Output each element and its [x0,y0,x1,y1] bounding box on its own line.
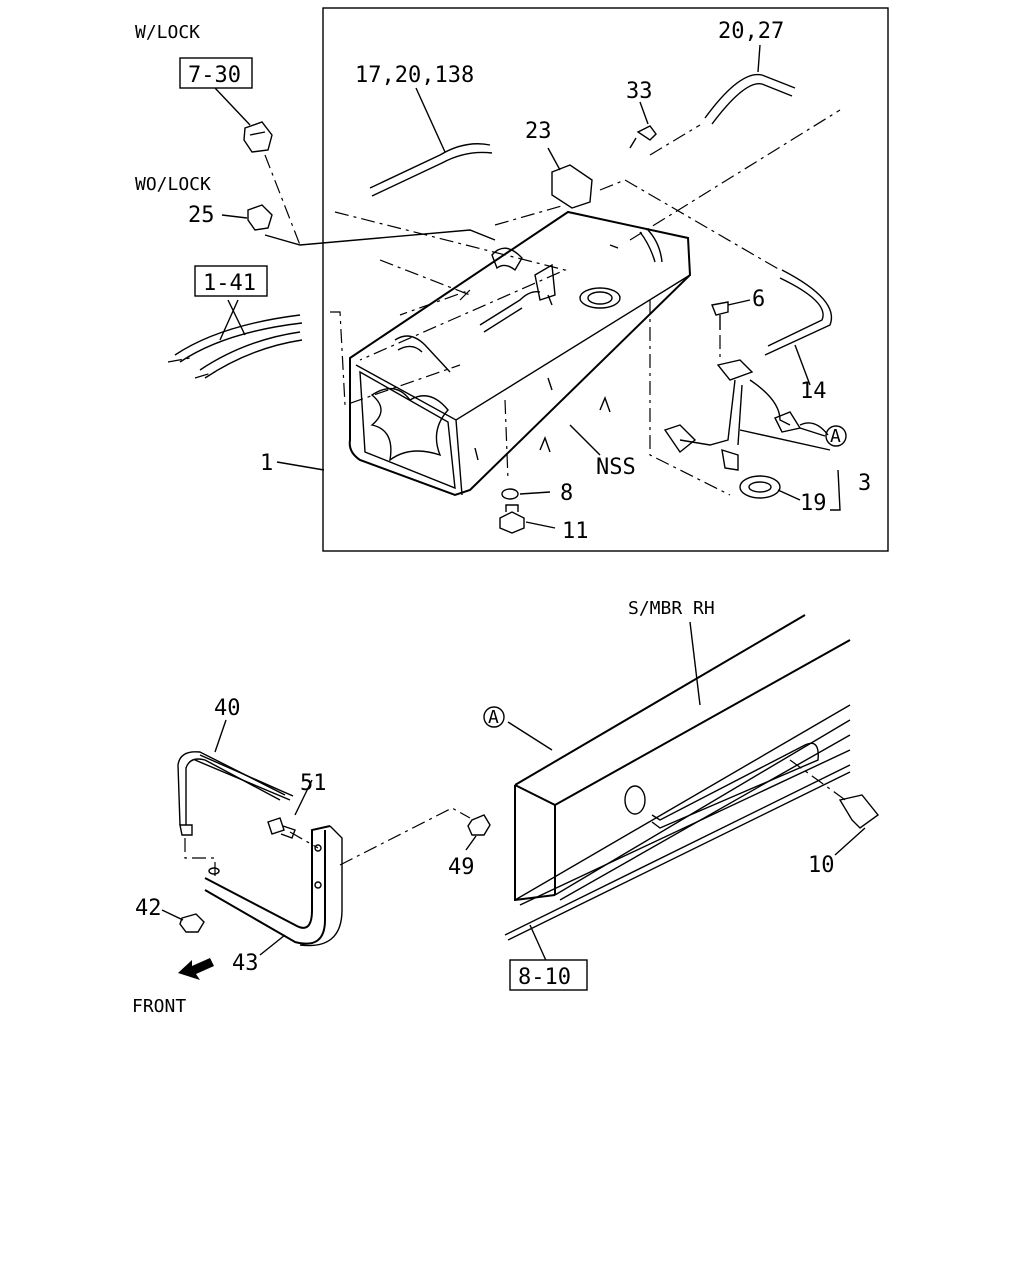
callout-a-top-label: A [830,426,841,447]
ref-box-1-41 [194,265,268,297]
washer-8 [501,488,519,500]
front-label: FRONT [132,996,186,1017]
side-member-rh-label: S/MBR RH [628,598,715,619]
fuel-hoses-1-41 [167,299,303,379]
non-locking-fuel-cap [247,204,273,231]
locking-fuel-cap [243,121,273,153]
fuel-filler-cap [491,247,523,272]
part-33-label: 33 [626,79,653,104]
ref-box-7-30 [179,57,253,89]
clip-23 [551,164,593,209]
fuel-tank [348,210,692,497]
packing-19 [739,475,781,499]
part-17-20-138-label: 17,20,138 [355,63,474,88]
part-3-label: 3 [858,471,871,496]
part-1-label: 1 [260,451,273,476]
part-42-label: 42 [135,896,162,921]
upper-assembly-frame [322,7,889,552]
part-23-label: 23 [525,119,552,144]
bolt-33 [629,125,657,149]
part-49-label: 49 [448,855,475,880]
label-leaders [214,44,841,529]
nut-49 [467,814,491,836]
vent-hose [369,143,493,197]
fuel-gauge-unit [663,359,829,471]
callout-a-top [825,425,847,447]
part-8-label: 8 [560,481,573,506]
callout-a-bottom-label: A [488,707,499,728]
ref-box-8-10 [509,959,588,991]
lower-leader-lines [161,621,866,966]
part-19-label: 19 [800,491,827,516]
part-14-label: 14 [800,379,827,404]
nut-42 [179,913,205,933]
part-20-27-label: 20,27 [718,19,784,44]
nss-label: NSS [596,455,636,480]
tank-band-40 [177,751,294,836]
assembly-leader-lines [264,109,841,496]
drain-plug-11 [499,504,525,534]
ref-8-10-label: 8-10 [518,965,571,990]
front-arrow-icon [178,958,214,980]
part-51-label: 51 [300,771,327,796]
hose-14 [764,269,833,356]
screw-6 [711,301,729,330]
side-member-rh [514,614,851,906]
w-lock-label: W/LOCK [135,22,200,43]
wo-lock-label: WO/LOCK [135,174,211,195]
part-43-label: 43 [232,951,259,976]
ref-1-41-label: 1-41 [203,271,256,296]
breather-hose [704,73,796,125]
ref-7-30-label: 7-30 [188,63,241,88]
pipe-8-10 [504,764,851,941]
filler-pipe [394,229,663,373]
part-11-label: 11 [562,519,589,544]
callout-a-bottom [483,706,505,728]
part-25-label: 25 [188,203,215,228]
clip-10 [838,794,880,829]
bolt-51 [267,817,296,839]
part-40-label: 40 [214,696,241,721]
part-6-label: 6 [752,287,765,312]
part-10-label: 10 [808,853,835,878]
bracket-43 [204,825,343,947]
